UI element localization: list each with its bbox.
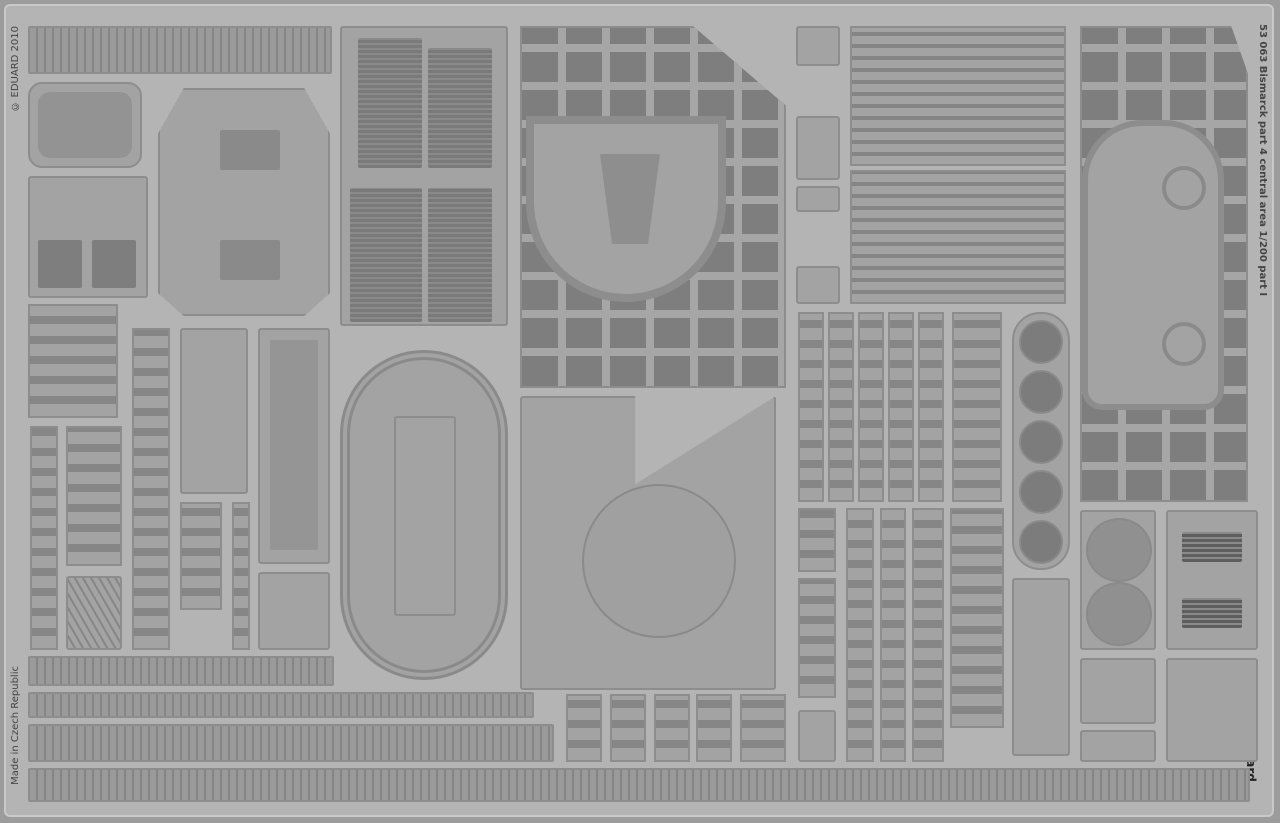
- ladder-part: [132, 328, 170, 650]
- small-part: [796, 116, 840, 180]
- disc: [1019, 520, 1063, 564]
- porthole-strip: [952, 312, 1002, 502]
- vent-part: [1166, 510, 1258, 650]
- disc: [1019, 370, 1063, 414]
- disc: [1019, 470, 1063, 514]
- small-part: [740, 694, 786, 762]
- small-part: [796, 186, 840, 212]
- round-grate-part: [1080, 510, 1156, 650]
- small-part: [796, 266, 840, 304]
- small-part: [610, 694, 646, 762]
- panel-part: [28, 176, 148, 298]
- frame-part: [258, 328, 330, 564]
- small-part: [796, 26, 840, 66]
- small-part: [696, 694, 732, 762]
- fret-title: 53 063 Bismarck part 4 central area 1/20…: [1257, 24, 1268, 297]
- ladder-part: [66, 426, 122, 566]
- ladder-part: [180, 502, 222, 610]
- grate: [1086, 518, 1152, 582]
- ladder-part: [232, 502, 250, 650]
- porthole-strip: [858, 312, 884, 502]
- copyright-text: © EDUARD 2010: [10, 26, 21, 112]
- railing-strip: [28, 656, 334, 686]
- oval-railing-part: [340, 350, 508, 680]
- disc: [1019, 320, 1063, 364]
- origin-text: Made in Czech Republic: [10, 666, 21, 785]
- railing-strip: [28, 768, 1250, 802]
- porthole-strip: [798, 312, 824, 502]
- photo-etch-fret: 53 063 Bismarck part 4 central area 1/20…: [4, 4, 1274, 817]
- small-part: [798, 710, 836, 762]
- railing-strip: [28, 724, 554, 762]
- ladder-part: [912, 508, 944, 762]
- ring: [1162, 322, 1206, 366]
- panel-part: [1166, 658, 1258, 762]
- panel-part: [1080, 658, 1156, 724]
- panel-part: [1012, 578, 1070, 756]
- railing-strip: [28, 26, 332, 74]
- turret-base: [582, 484, 736, 638]
- small-part: [798, 508, 836, 572]
- grate-part: [66, 576, 122, 650]
- truss-part: [258, 572, 330, 650]
- deck-structure-part: [158, 88, 330, 316]
- ladder-part: [880, 508, 906, 762]
- grating-part: [340, 26, 508, 326]
- bracket-part: [180, 328, 248, 494]
- barbette-ring-part: [526, 116, 726, 302]
- railing-strip: [28, 692, 534, 718]
- ladder-set-part: [850, 170, 1066, 304]
- ladder-part: [846, 508, 874, 762]
- porthole-strip: [888, 312, 914, 502]
- ladder-set-part: [850, 26, 1066, 166]
- disc: [1019, 420, 1063, 464]
- superstructure-deck-part: [520, 396, 776, 690]
- grate: [1086, 582, 1152, 646]
- ladder-part: [28, 304, 118, 418]
- porthole-strip: [918, 312, 944, 502]
- ladder-part: [950, 508, 1004, 728]
- hatch-part: [28, 82, 142, 168]
- small-part: [798, 578, 836, 698]
- inner-panel-part: [394, 416, 456, 616]
- disc-strip: [1012, 312, 1070, 570]
- funnel-base-part: [1082, 120, 1224, 410]
- small-part: [1080, 730, 1156, 762]
- small-part: [566, 694, 602, 762]
- porthole-strip: [828, 312, 854, 502]
- ring: [1162, 166, 1206, 210]
- small-part: [654, 694, 690, 762]
- ladder-part: [30, 426, 58, 650]
